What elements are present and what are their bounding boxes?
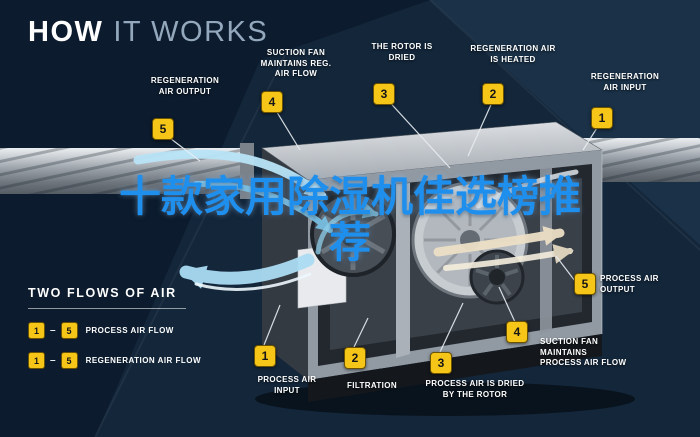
callout-label-filtration: FILTRATION (347, 381, 397, 390)
step-number: 1 (261, 349, 269, 363)
legend-separator: – (50, 325, 56, 336)
title-strong: HOW (28, 16, 104, 48)
legend-heading: TWO FLOWS OF AIR (28, 286, 177, 300)
legend-divider (28, 308, 186, 309)
legend-two-flows: TWO FLOWS OF AIR 1 – 5 PROCESS AIR FLOW … (28, 286, 201, 369)
callout-label-regeneration-air-input: REGENERATION AIR INPUT (590, 72, 660, 92)
step-number: 2 (351, 351, 359, 365)
callout-label-rotor-dried: THE ROTOR IS DRIED (371, 42, 433, 62)
step-number: 3 (437, 356, 445, 370)
legend-badge-to: 5 (60, 352, 78, 369)
step-number: 3 (380, 87, 388, 101)
legend-separator: – (50, 355, 56, 366)
legend-label-process-air-flow: PROCESS AIR FLOW (85, 326, 174, 335)
step-number: 4 (513, 325, 521, 339)
step-number: 5 (581, 277, 589, 291)
step-badge-regen-5: 5 (152, 118, 174, 140)
step-number: 4 (268, 95, 276, 109)
callout-label-process-air-dried: PROCESS AIR IS DRIED BY THE ROTOR (425, 379, 525, 399)
step-badge-process-4: 4 (506, 321, 528, 343)
step-badge-regen-1: 1 (591, 107, 613, 129)
callout-label-suction-fan-process: SUCTION FAN MAINTAINS PROCESS AIR FLOW (540, 337, 627, 368)
page-title: HOW IT WORKS (28, 16, 268, 49)
step-number: 5 (159, 122, 167, 136)
step-number: 2 (489, 87, 497, 101)
step-badge-regen-3: 3 (373, 83, 395, 105)
title-light: IT WORKS (113, 16, 269, 48)
legend-badge-to: 5 (60, 322, 78, 339)
callout-label-regeneration-air-output: REGENERATION AIR OUTPUT (150, 76, 220, 96)
callout-label-regeneration-air-heated: REGENERATION AIR IS HEATED (470, 44, 556, 64)
legend-row-process: 1 – 5 PROCESS AIR FLOW (28, 322, 201, 339)
watermark-line1: 十款家用除湿机佳选榜推 (118, 172, 581, 221)
watermark-line2: 荐 (328, 218, 371, 267)
legend-badge-from: 1 (28, 352, 45, 369)
legend-label-regeneration-air-flow: REGENERATION AIR FLOW (85, 356, 201, 365)
step-number: 1 (598, 111, 606, 125)
callout-label-process-air-input: PROCESS AIR INPUT (257, 375, 317, 395)
step-badge-process-5: 5 (574, 273, 596, 295)
callout-label-process-air-output: PROCESS AIR OUTPUT (600, 274, 659, 294)
legend-badge-from: 1 (28, 322, 45, 339)
step-badge-process-2: 2 (344, 347, 366, 369)
callout-label-suction-fan-reg: SUCTION FAN MAINTAINS REG. AIR FLOW (260, 48, 332, 79)
step-badge-process-3: 3 (430, 352, 452, 374)
step-badge-process-1: 1 (254, 345, 276, 367)
airflow-arrows (133, 149, 579, 291)
step-badge-regen-4: 4 (261, 91, 283, 113)
watermark-text: 十款家用除湿机佳选榜推 荐 (0, 174, 700, 266)
step-badge-regen-2: 2 (482, 83, 504, 105)
legend-row-regeneration: 1 – 5 REGENERATION AIR FLOW (28, 352, 201, 369)
